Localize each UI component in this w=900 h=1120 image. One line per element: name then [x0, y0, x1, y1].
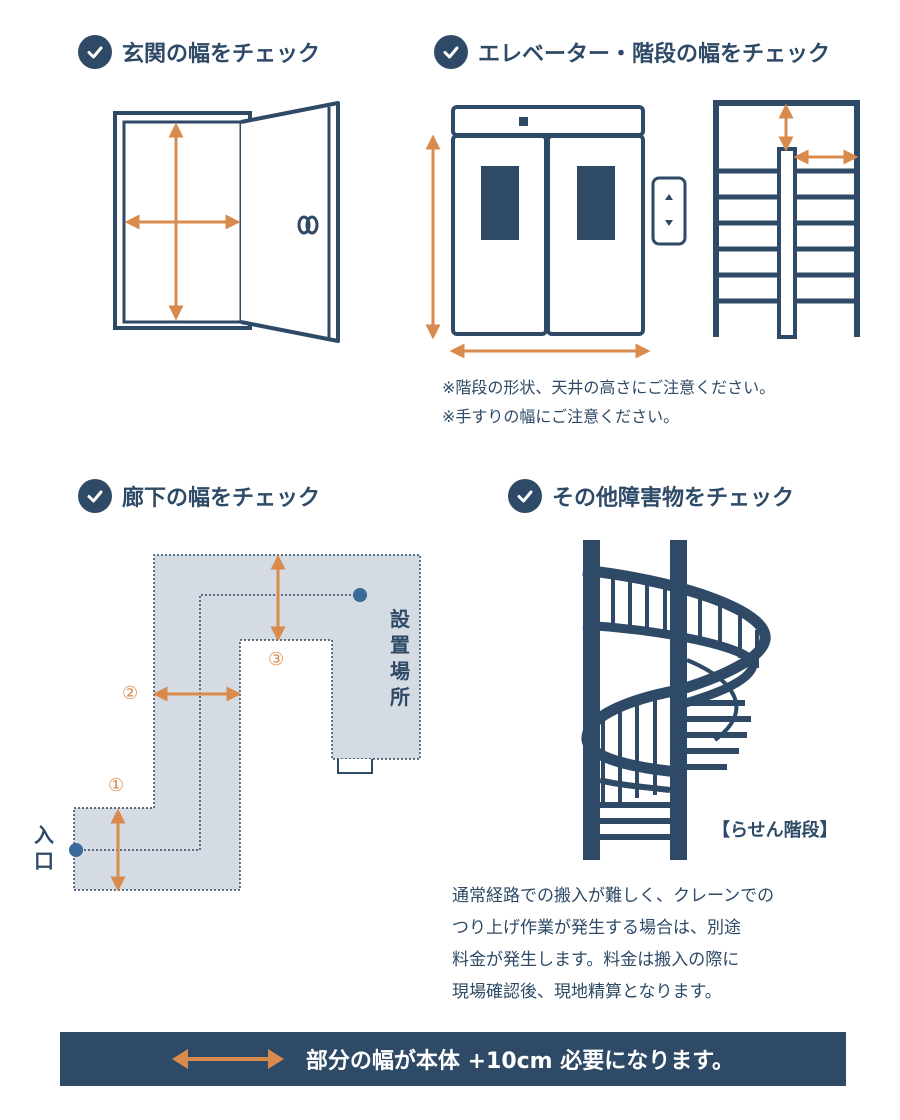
door-illustration [113, 101, 340, 343]
hallway-point-1: ① [108, 775, 125, 796]
stairs-note-1: ※階段の形状、天井の高さにご注意ください。 [442, 378, 776, 397]
stairs-illustration [713, 100, 860, 339]
door-handle-icon [297, 215, 319, 235]
entrance-heading: 玄関の幅をチェック [78, 35, 320, 69]
check-icon [78, 35, 112, 69]
elevator-stairs-heading-text: エレベーター・階段の幅をチェック [478, 42, 831, 67]
elevator-illustration [425, 105, 687, 359]
hallway-point-3: ③ [268, 649, 285, 670]
crane-notice-line: 現場確認後、現地精算となります。 [452, 982, 722, 1002]
hallway-diagram [69, 554, 421, 892]
hallway-heading: 廊下の幅をチェック [78, 479, 320, 513]
crane-notice: 通常経路での搬入が難しく、クレーンでの つり上げ作業が発生する場合は、別途 料金… [452, 880, 774, 1008]
width-requirement-banner: 部分の幅が本体 +10cm 必要になります。 [60, 1032, 846, 1086]
crane-notice-line: 料金が発生します。料金は搬入の際に [452, 950, 740, 970]
check-icon [434, 35, 468, 69]
check-icon [508, 479, 542, 513]
stairs-note-2: ※手すりの幅にご注意ください。 [442, 407, 680, 426]
elevator-stairs-heading: エレベーター・階段の幅をチェック [434, 35, 830, 69]
crane-notice-line: 通常経路での搬入が難しく、クレーンでの [452, 886, 775, 906]
install-location-label: 設置場所 [390, 607, 410, 709]
elevator-button-icon [651, 176, 687, 246]
hallway-point-2: ② [122, 683, 139, 704]
check-icon [78, 479, 112, 513]
entrance-label: 入口 [34, 823, 54, 873]
spiral-stairs-illustration [581, 540, 771, 860]
obstacles-heading-text: その他障害物をチェック [552, 486, 795, 511]
banner-text: 部分の幅が本体 +10cm 必要になります。 [305, 1049, 735, 1074]
hallway-heading-text: 廊下の幅をチェック [122, 486, 321, 511]
spiral-stairs-label: 【らせん階段】 [712, 820, 838, 841]
entrance-heading-text: 玄関の幅をチェック [122, 42, 321, 67]
obstacles-heading: その他障害物をチェック [508, 479, 794, 513]
crane-notice-line: つり上げ作業が発生する場合は、別途 [452, 918, 741, 938]
double-arrow-icon [171, 1049, 284, 1069]
